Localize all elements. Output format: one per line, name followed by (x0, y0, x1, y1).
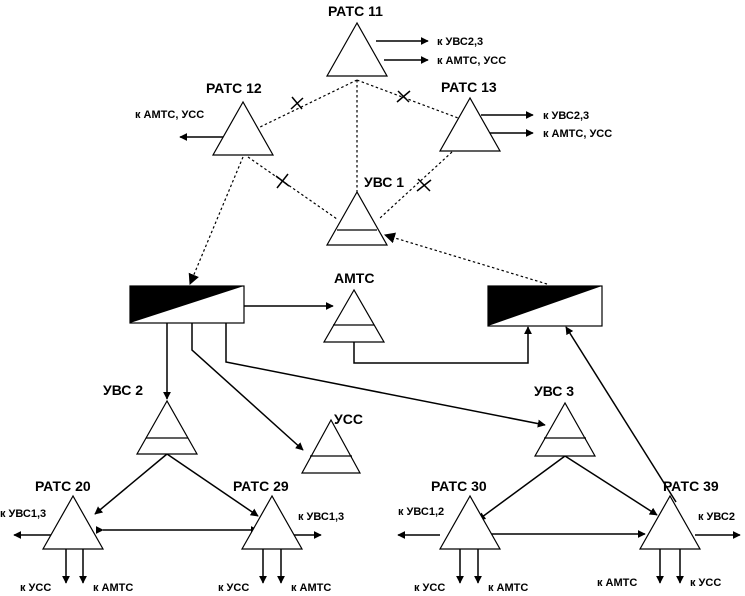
label-ratc13-uvs23: к УВС2,3 (543, 110, 589, 122)
label-ratc39-amts: к АМТС (597, 577, 637, 589)
ratc29-label: РАТС 29 (233, 478, 289, 494)
ratc13-triangle (438, 96, 502, 152)
right-switch-box (487, 285, 603, 327)
node-labels: РАТС 11 РАТС 12 РАТС 13 УВС 1 АМТС УВС 2… (35, 3, 719, 494)
link-ratc12-uvs1 (247, 156, 338, 220)
left-switch-box (129, 285, 245, 324)
ratc39-triangle (638, 494, 702, 550)
ratc30-triangle (438, 494, 502, 550)
ratc39-label: РАТС 39 (663, 478, 719, 494)
link-labels: к УВС2,3 к АМТС, УСС к АМТС, УСС к УВС2,… (0, 36, 735, 594)
uvs1-node (325, 190, 389, 246)
label-ratc30-amts: к АМТС (488, 582, 528, 594)
link-right-switch-uvs1 (383, 232, 548, 285)
uvs3-label: УВС 3 (534, 383, 574, 399)
uvs2-node (135, 399, 199, 455)
ratc12-triangle (211, 100, 275, 156)
uvs2-label: УВС 2 (103, 382, 143, 398)
ratc12-label: РАТС 12 (206, 80, 262, 96)
label-ratc30-uvs12: к УВС1,2 (398, 506, 444, 518)
dotted-links (188, 79, 548, 286)
arrow-switch-uss (191, 323, 304, 451)
nodes (41, 21, 702, 550)
arrow-amts-right-switch (353, 326, 532, 364)
link-ratc12-left-switch (188, 156, 244, 286)
label-ratc11-amts-uss: к АМТС, УСС (437, 55, 506, 67)
amts-node (322, 288, 386, 343)
arrow-uvs2-ratc20 (94, 453, 168, 515)
ratc30-label: РАТС 30 (431, 478, 487, 494)
uss-label: УСС (334, 411, 363, 427)
label-ratc13-amts-uss: к АМТС, УСС (543, 128, 612, 140)
ratc20-label: РАТС 20 (35, 478, 91, 494)
label-ratc20-uss: к УСС (20, 582, 51, 594)
ratc11-triangle (325, 21, 389, 77)
cross-mark (275, 173, 290, 189)
uvs1-label: УВС 1 (364, 174, 404, 190)
uvs3-node (533, 401, 597, 457)
arrow-uvs3-ratc30 (477, 455, 566, 521)
label-ratc29-amts: к АМТС (291, 582, 331, 594)
label-ratc39-uss: к УСС (690, 577, 721, 589)
label-ratc11-uvs23: к УВС2,3 (437, 36, 483, 48)
ratc13-label: РАТС 13 (441, 79, 497, 95)
label-ratc39-uvs2: к УВС2 (698, 511, 735, 523)
amts-label: АМТС (334, 270, 374, 286)
cross-mark (396, 90, 411, 103)
arrow-uvs2-ratc29 (166, 453, 259, 517)
ratc29-triangle (240, 494, 304, 550)
label-ratc20-amts: к АМТС (93, 582, 133, 594)
arrow-switch-uvs3 (225, 323, 546, 428)
label-ratc20-uvs13: к УВС1,3 (0, 508, 46, 520)
uss-node (300, 418, 362, 474)
label-ratc29-uss: к УСС (218, 582, 249, 594)
cross-mark (416, 178, 432, 192)
arrow-uvs3-ratc39 (564, 455, 658, 516)
label-ratc29-uvs13: к УВС1,3 (298, 511, 344, 523)
label-ratc12-amts-uss: к АМТС, УСС (135, 109, 204, 121)
ratc11-label: РАТС 11 (328, 3, 383, 19)
link-ratc13-uvs1 (379, 151, 453, 219)
solid-links (13, 37, 741, 584)
cross-mark (290, 96, 304, 110)
ratc20-triangle (41, 494, 105, 550)
label-ratc30-uss: к УСС (414, 582, 445, 594)
link-ratc11-ratc12 (257, 79, 358, 129)
arrow-ratc39-right-switch (565, 326, 677, 503)
